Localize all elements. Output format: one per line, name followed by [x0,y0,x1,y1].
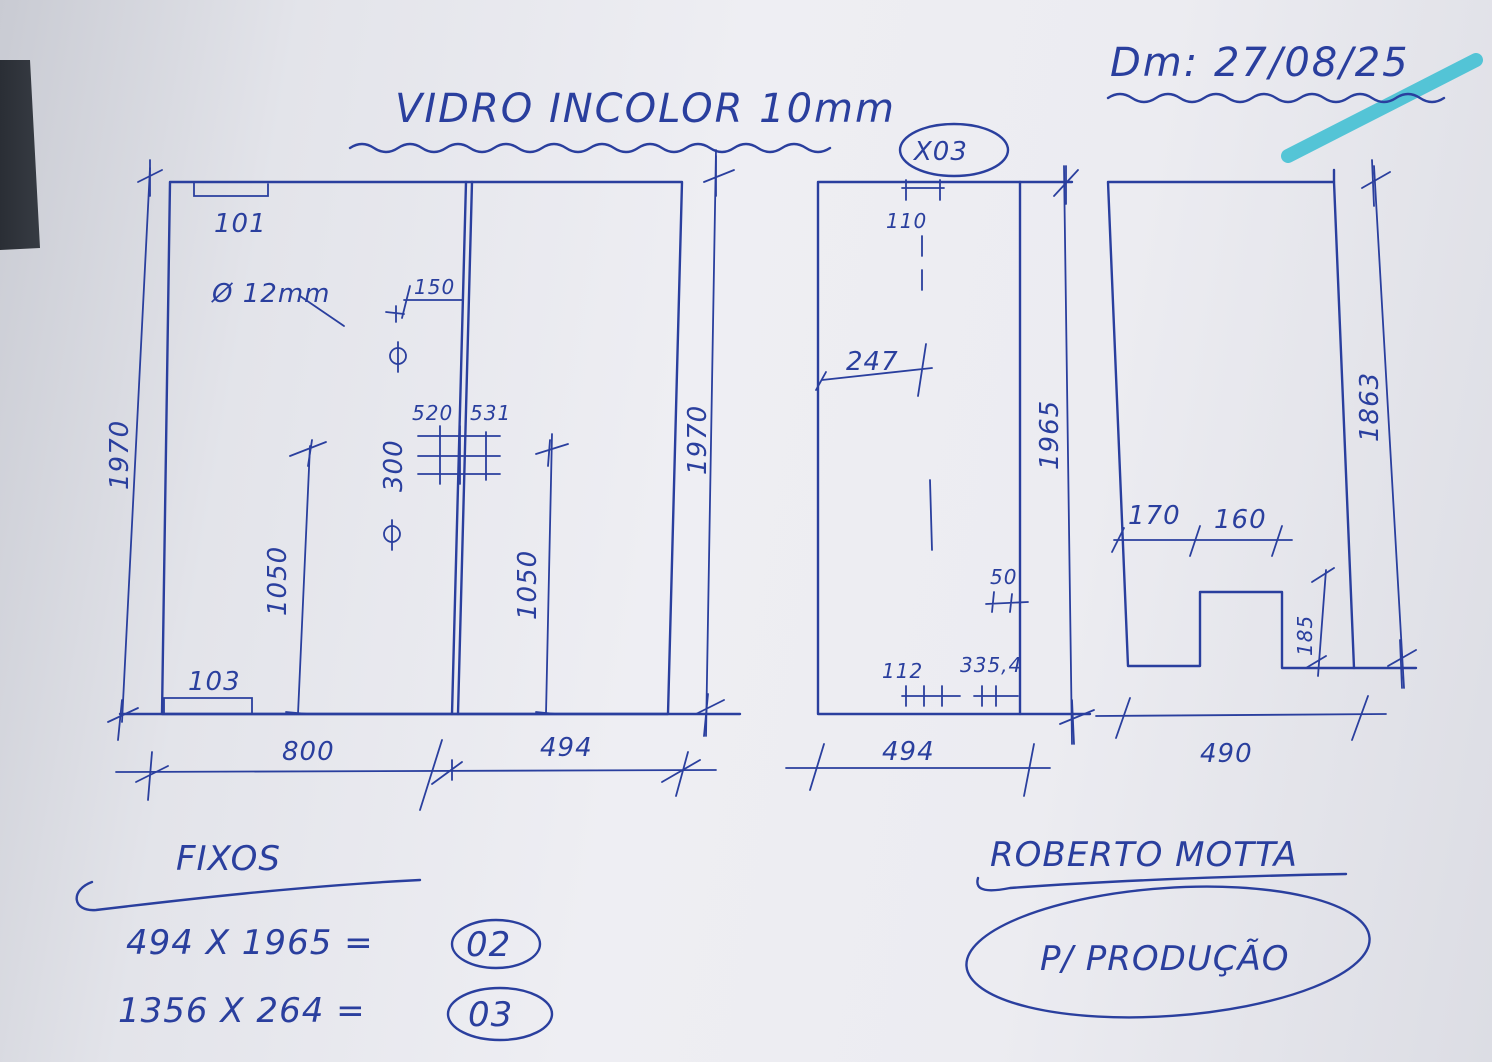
dim-side-line [815,343,933,397]
dim-hole-spacing: 300 [379,439,409,492]
dim-notch-ticks [1111,525,1283,557]
dim-top-line [901,179,945,201]
dim-width-ticks [809,743,1035,797]
dim-bottom-offset-bracket [163,697,253,715]
dim-width-a: 800 [282,737,335,767]
dim-handle-b-line [545,433,553,715]
dim-hole-offset-line [401,285,463,319]
author-name: ROBERTO MOTTA [990,835,1298,875]
hole-diameter-leader [299,295,345,327]
panel-left-divider-2 [456,180,474,716]
dim-width-line [1095,713,1387,717]
dim-3354: 335,4 [960,653,1022,677]
dim-handle-a-line [297,445,311,715]
fixos-item-1-qty-circle [450,918,542,970]
title-underline [348,142,832,154]
fixos-item-2-qty: 03 [468,995,513,1035]
dim-handle-a-ticks [285,439,327,715]
panel-left-outline [160,180,684,716]
panel-middle-outline [816,180,1022,716]
dim-handle-b: 1050 [513,550,543,620]
dim-hinge-a: 520 [412,401,453,425]
dim-notch-height-ticks [1305,567,1335,669]
dim-height-right: 1970 [683,405,713,475]
fixos-item-1-qty: 02 [466,925,511,965]
dim-notch-b: 160 [1214,505,1267,535]
dim-width-b: 494 [540,733,593,763]
hinge-grid [417,425,501,485]
dim-width: 490 [1200,739,1253,769]
dim-height-line [1373,165,1405,689]
fixos-item-1-dims: 494 X 1965 = [126,923,374,963]
dim-height-ticks [1053,165,1095,745]
dim-side: 247 [846,347,899,377]
dim-width: 494 [882,737,935,767]
highlighter-mark [1281,53,1483,163]
dim-top-offset: 101 [214,209,267,239]
dim-width-ticks [135,739,701,811]
dim-height-ticks [1361,159,1417,689]
panel-middle: X03 110 247 1965 50 112 335,4 494 [785,122,1095,797]
dim-hinge-b: 531 [470,401,511,425]
dim-notch-a: 170 [1128,501,1181,531]
author-underline [976,872,1348,892]
panel-left: 1970 1970 800 494 101 Ø 12mm 150 300 520… [105,149,742,811]
dim-height-left-ticks [107,159,163,741]
dim-bottom-offset: 103 [188,667,241,697]
dim-50: 50 [990,565,1017,589]
panel-left-divider [450,180,468,716]
dim-top: 110 [886,209,927,233]
dim-notch-height-line [1317,569,1327,677]
fixos-label: FIXOS [176,839,281,879]
panel-right: 1863 170 160 185 490 [1095,159,1418,769]
dim-height-right-line [705,149,717,737]
dim-handle-b-ticks [535,439,569,715]
dim-top-offset-bracket [193,181,269,197]
fixos-item-2-dims: 1356 X 264 = [118,991,366,1031]
dim-height-left: 1970 [105,420,135,490]
stamp-ellipse [965,885,1371,1019]
dim-width-ticks [1115,695,1369,741]
dim-handle-a: 1050 [263,546,293,616]
fixos-item-2-qty-circle [446,986,554,1042]
hole-diameter-label: Ø 12mm [211,279,330,309]
dim-height: 1965 [1035,400,1065,470]
fixos-underline [75,878,422,912]
center-line-2 [929,479,933,551]
dim-notch-height: 185 [1293,615,1317,656]
dim-bottom-lines [901,685,1019,707]
fixos-group: FIXOS 494 X 1965 = 02 1356 X 264 = 03 [75,839,554,1042]
drawing-title: VIDRO INCOLOR 10mm [395,86,896,132]
drawing-date: Dm: 27/08/25 [1110,40,1410,86]
signature-group: ROBERTO MOTTA P/ PRODUÇÃO [965,835,1371,1019]
dim-height-right-ticks [695,155,735,737]
date-group: Dm: 27/08/25 [1106,40,1446,104]
title-group: VIDRO INCOLOR 10mm [348,86,896,154]
dim-hole-offset: 150 [414,275,455,299]
dim-height-line [1063,165,1073,745]
stamp-text: P/ PRODUÇÃO [1040,939,1289,979]
dim-112: 112 [882,659,923,683]
hole-mark-top [385,305,405,323]
part-id-circle [898,122,1010,178]
panel-right-outline [1106,180,1356,670]
dim-height: 1863 [1355,372,1385,442]
part-id: X03 [912,137,968,167]
dim-50-line [985,591,1029,613]
dim-width-line [115,769,717,773]
date-underline [1106,92,1446,104]
dim-height-left-line [121,167,151,723]
